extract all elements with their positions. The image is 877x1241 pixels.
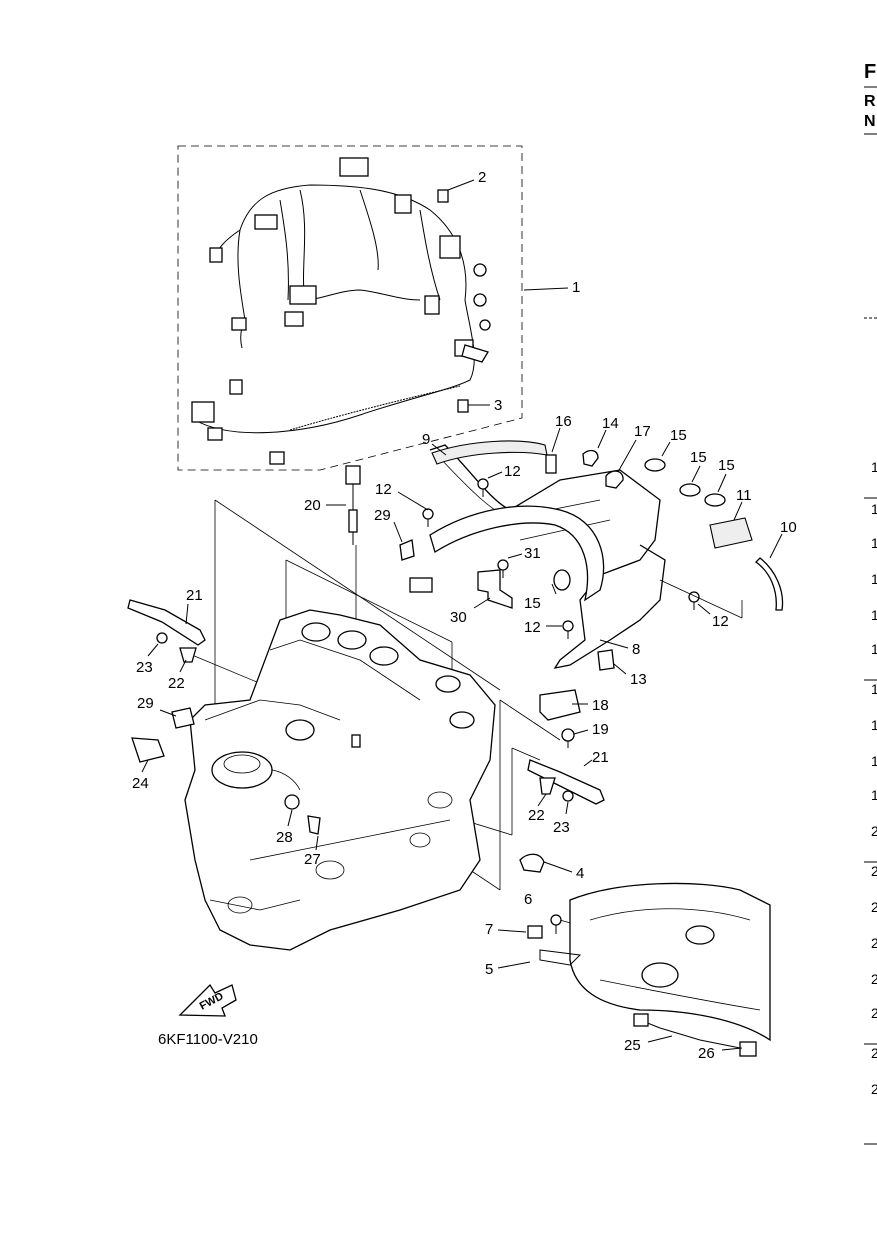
edge-number: 1 (871, 753, 877, 769)
callout-12b: 12 (375, 481, 392, 498)
fwd-arrow-icon: FWD (178, 983, 237, 1017)
callout-3: 3 (494, 397, 502, 414)
callout-17: 17 (634, 423, 651, 440)
edge-number: 2 (871, 1005, 877, 1021)
callout-21a: 21 (186, 587, 203, 604)
callout-27: 27 (304, 851, 321, 868)
part-2-clamp (437, 189, 449, 203)
left-sensors (127, 599, 321, 835)
part-29-clip-upper (399, 539, 415, 561)
callout-15c: 15 (690, 449, 707, 466)
callout-14: 14 (602, 415, 619, 432)
edge-index: 1 1 1 1 1 1 1 1 1 1 2 2 2 2 2 2 2 2 (864, 317, 877, 1145)
callout-15a: 15 (524, 595, 541, 612)
callout-29b: 29 (374, 507, 391, 524)
callout-12a: 12 (504, 463, 521, 480)
callout-26: 26 (698, 1045, 715, 1062)
edge-number: 2 (871, 971, 877, 987)
callout-15b: 15 (670, 427, 687, 444)
callout-18: 18 (592, 697, 609, 714)
callout-15d: 15 (718, 457, 735, 474)
edge-number: 1 (871, 681, 877, 697)
header-letter: F (864, 61, 876, 83)
edge-number: 2 (871, 863, 877, 879)
edge-number: 1 (871, 459, 877, 475)
callout-11: 11 (736, 487, 752, 504)
part-3-cap (457, 399, 469, 413)
callout-23b: 23 (553, 819, 570, 836)
edge-number: 1 (871, 571, 877, 587)
header-letter: N (864, 113, 876, 130)
callout-10: 10 (780, 519, 797, 536)
edge-number: 1 (871, 787, 877, 803)
edge-number: 2 (871, 1045, 877, 1061)
part-29-holder (409, 577, 433, 593)
callout-22a: 22 (168, 675, 185, 692)
callout-25: 25 (624, 1037, 641, 1054)
callout-24: 24 (132, 775, 149, 792)
edge-number: 1 (871, 535, 877, 551)
callout-22b: 22 (528, 807, 545, 824)
callout-16: 16 (555, 413, 572, 430)
engine-block (184, 609, 496, 951)
right-sensors (519, 759, 605, 873)
edge-number: 2 (871, 1081, 877, 1097)
header-letter: R (864, 93, 876, 110)
callout-30: 30 (450, 609, 467, 626)
edge-number: 1 (871, 641, 877, 657)
callout-12c: 12 (712, 613, 729, 630)
callout-12d: 12 (524, 619, 541, 636)
callout-20: 20 (304, 497, 321, 514)
part-18-plate (539, 689, 581, 721)
callout-21b: 21 (592, 749, 609, 766)
callout-8: 8 (632, 641, 640, 658)
lower-right-assembly (527, 882, 771, 1057)
callout-1: 1 (572, 279, 580, 296)
drawing-code: 6KF1100-V210 (158, 1031, 258, 1048)
edge-number: 2 (871, 823, 877, 839)
callout-23a: 23 (136, 659, 153, 676)
wiring-harness (191, 157, 491, 465)
callout-7: 7 (485, 921, 493, 938)
callout-28: 28 (276, 829, 293, 846)
bolts (422, 478, 700, 748)
callout-19: 19 (592, 721, 609, 738)
callout-5: 5 (485, 961, 493, 978)
callout-29a: 29 (137, 695, 154, 712)
callout-9: 9 (422, 431, 430, 448)
part-30-bracket (477, 569, 513, 609)
edge-number: 1 (871, 501, 877, 517)
harness-group-frame (177, 145, 523, 471)
callout-31: 31 (524, 545, 541, 562)
edge-number: 1 (871, 717, 877, 733)
callout-6: 6 (524, 891, 532, 908)
edge-number: 1 (871, 607, 877, 623)
callout-2: 2 (478, 169, 486, 186)
bracket-assembly (429, 440, 784, 671)
edge-number: 2 (871, 899, 877, 915)
callout-4: 4 (576, 865, 584, 882)
edge-number: 2 (871, 935, 877, 951)
callout-13: 13 (630, 671, 647, 688)
callout-labels: 1 2 3 4 5 6 7 8 9 10 11 12 12 12 12 13 1… (132, 169, 797, 1062)
header-block: F R N (864, 61, 877, 135)
